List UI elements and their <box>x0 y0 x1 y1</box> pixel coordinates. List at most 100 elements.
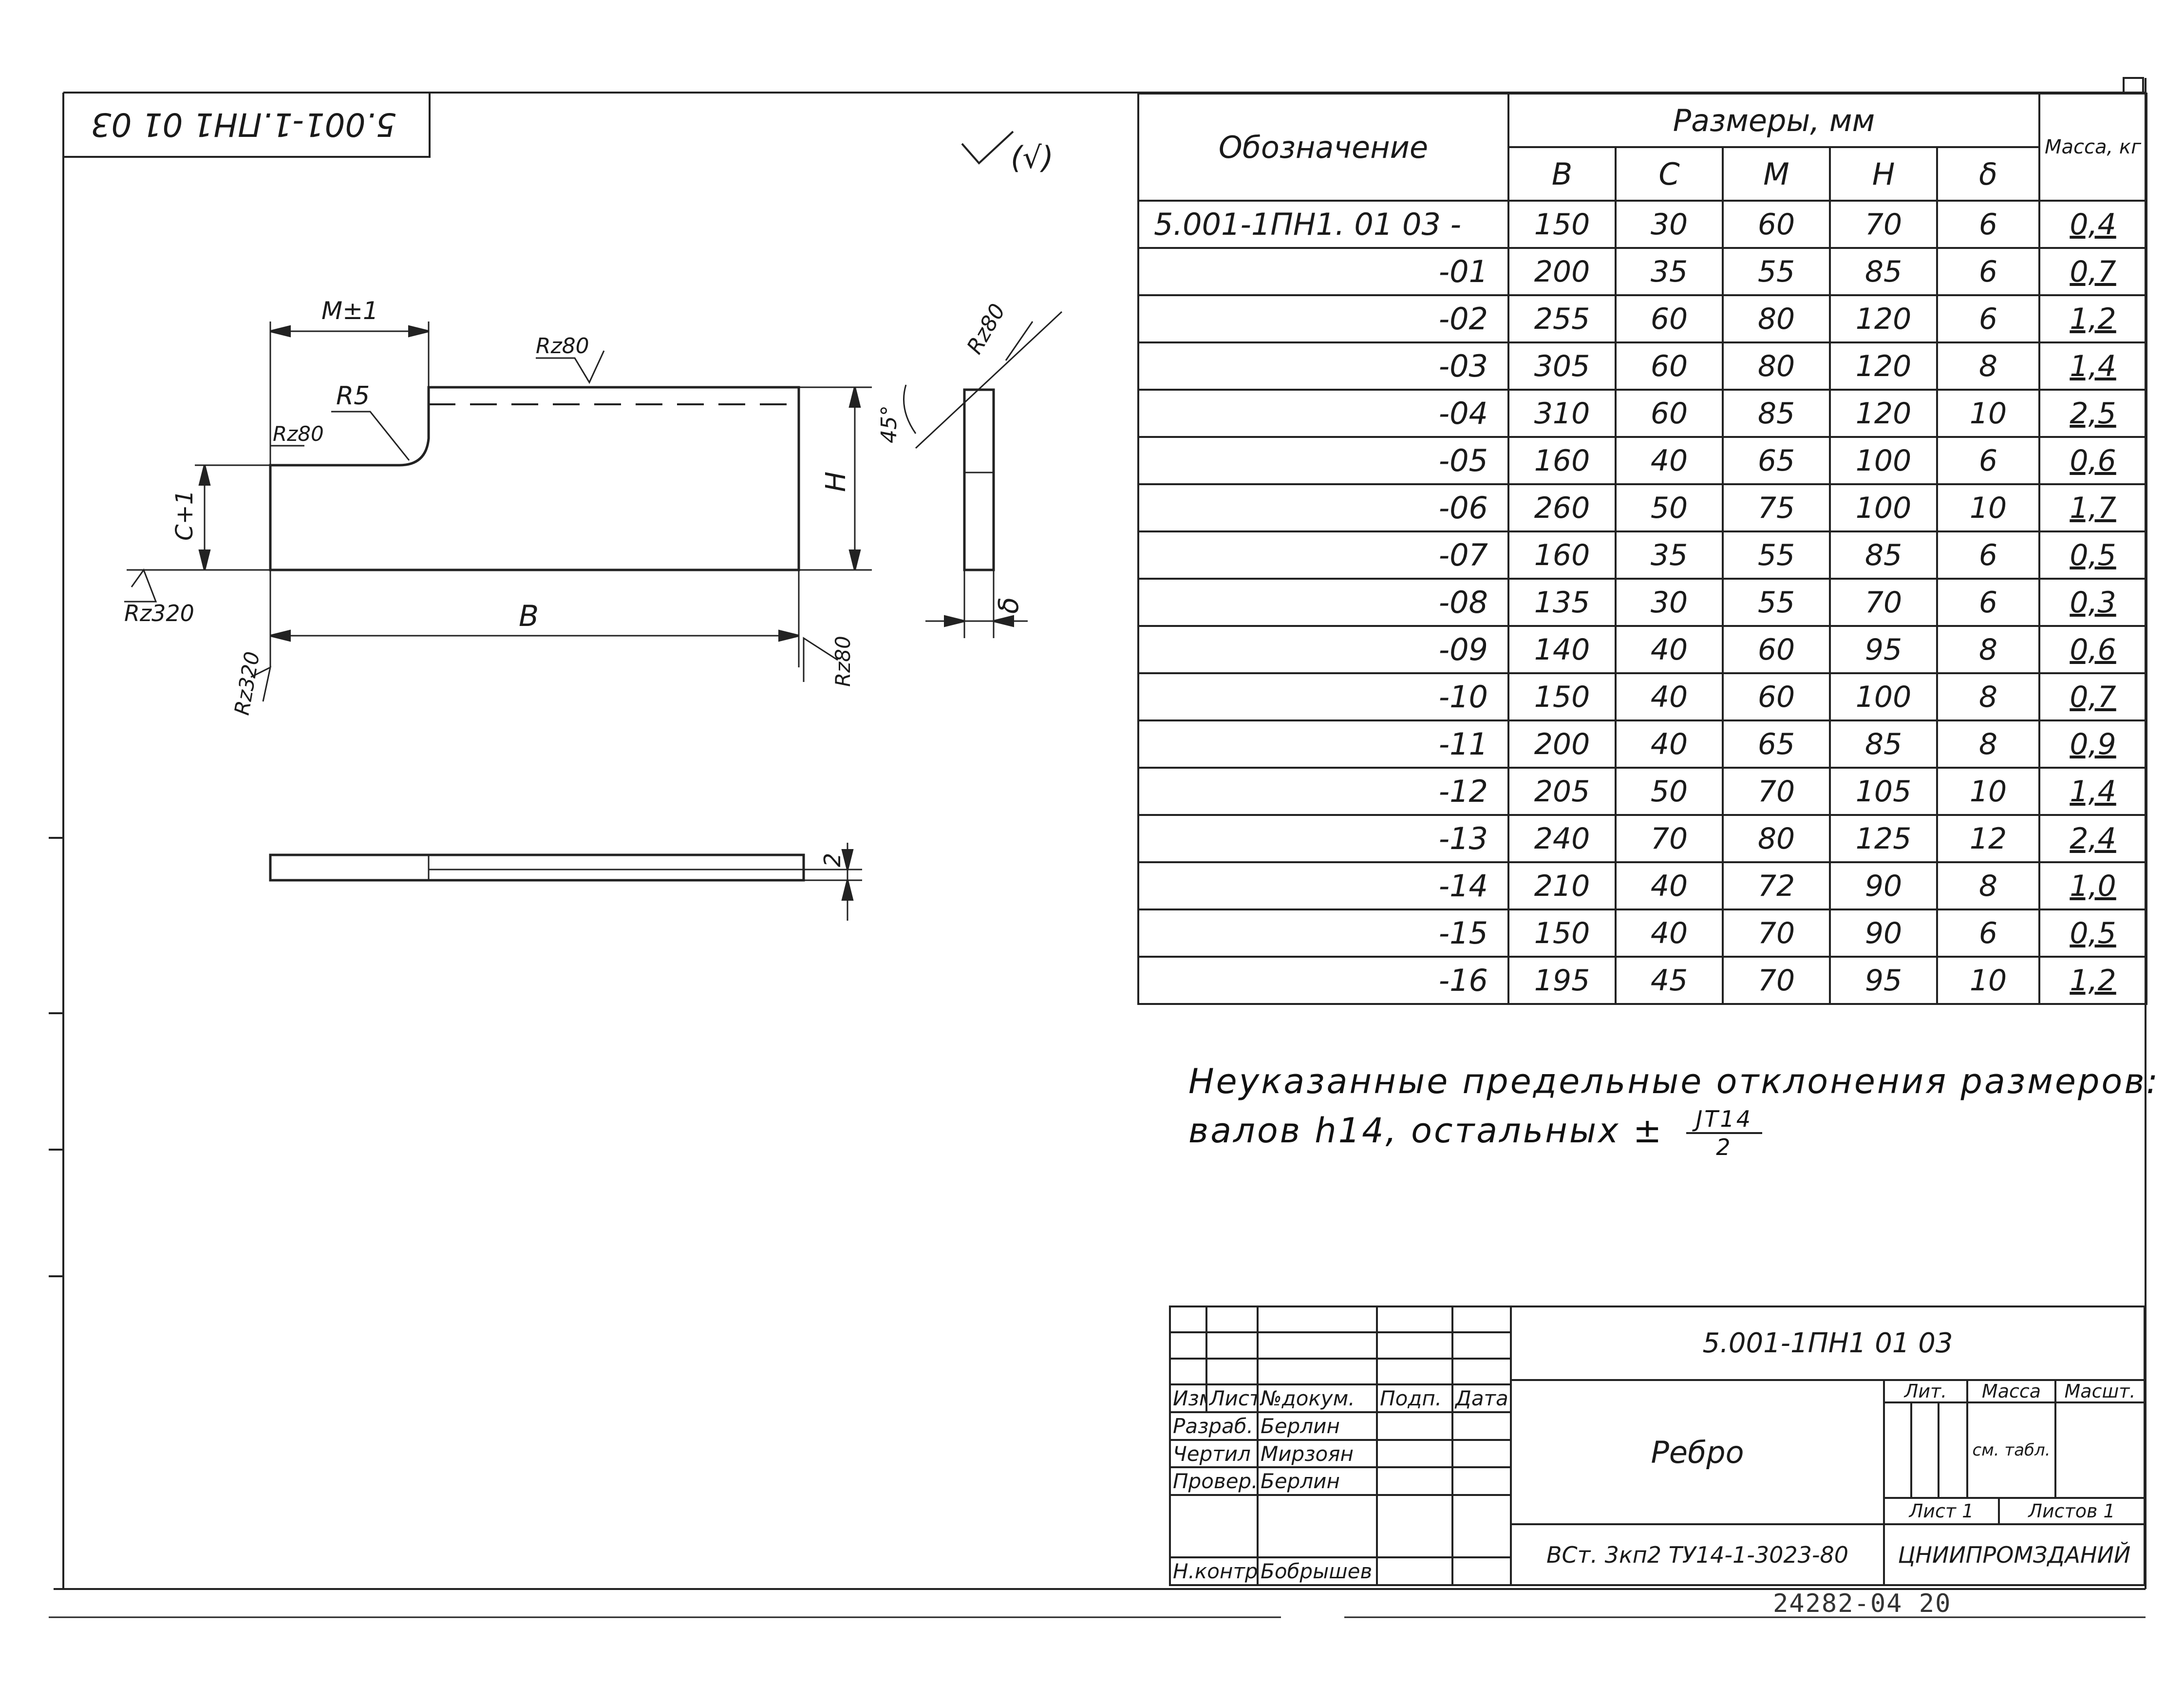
m-cell: 80 <box>1722 814 1831 863</box>
h-cell: 100 <box>1829 483 1938 532</box>
mass-value: см. табл. <box>1966 1401 2056 1499</box>
fraction-numerator: JT14 <box>1686 1106 1762 1134</box>
scale-label: Масшт. <box>2054 1379 2146 1403</box>
m-cell: 70 <box>1722 767 1831 816</box>
designation-cell: -01 <box>1137 247 1509 296</box>
lit-cell-3 <box>1938 1401 1968 1499</box>
designation-cell: -07 <box>1137 530 1509 580</box>
h-cell: 125 <box>1829 814 1938 863</box>
parameters-table: Обозначение Размеры, мм Масса, кг В С М … <box>1137 93 2148 1005</box>
dim-delta-label: δ <box>993 597 1025 614</box>
mass-cell: 1,2 <box>2038 294 2148 343</box>
m-cell: 55 <box>1722 247 1831 296</box>
m-cell: 80 <box>1722 294 1831 343</box>
designation-cell: -14 <box>1137 861 1509 910</box>
date-cell <box>1451 1411 1512 1441</box>
mass-cell: 1,7 <box>2038 483 2148 532</box>
delta-cell: 10 <box>1936 483 2041 532</box>
lit-label: Лит. <box>1883 1379 1968 1403</box>
signature-row <box>1169 1494 1512 1559</box>
designation-cell: -08 <box>1137 578 1509 627</box>
sheets-label: Листов 1 <box>1998 1497 2146 1525</box>
mass-cell: 0,6 <box>2038 625 2148 674</box>
delta-cell: 6 <box>1936 247 2041 296</box>
lit-cell-2 <box>1910 1401 1939 1499</box>
designation-cell: -15 <box>1137 908 1509 958</box>
mass-cell: 2,5 <box>2038 389 2148 438</box>
c-cell: 40 <box>1615 436 1724 485</box>
hdr-sign: Подп. <box>1376 1383 1453 1414</box>
c-cell: 30 <box>1615 578 1724 627</box>
mass-cell: 0,6 <box>2038 436 2148 485</box>
b-cell: 310 <box>1507 389 1617 438</box>
delta-cell: 6 <box>1936 578 2041 627</box>
role-cell: Разраб. <box>1169 1411 1259 1441</box>
col-m: М <box>1722 146 1831 202</box>
c-cell: 40 <box>1615 625 1724 674</box>
mass-cell: 0,4 <box>2038 200 2148 249</box>
h-cell: 120 <box>1829 294 1938 343</box>
b-cell: 160 <box>1507 436 1617 485</box>
designation-cell: -13 <box>1137 814 1509 863</box>
sheet-label: Лист 1 <box>1883 1497 2000 1525</box>
c-cell: 50 <box>1615 483 1724 532</box>
delta-cell: 6 <box>1936 436 2041 485</box>
designation-cell: -05 <box>1137 436 1509 485</box>
rz320-bottom-label: Rz320 <box>230 650 264 717</box>
hdr-date: Дата <box>1451 1383 1512 1414</box>
signature-cell <box>1376 1411 1453 1441</box>
h-cell: 95 <box>1829 625 1938 674</box>
c-cell: 40 <box>1615 908 1724 958</box>
stamp-frame <box>63 93 431 158</box>
h-cell: 120 <box>1829 341 1938 391</box>
dim-h-label: H <box>820 472 852 492</box>
mass-cell: 1,4 <box>2038 341 2148 391</box>
c-cell: 40 <box>1615 719 1724 769</box>
designation-cell: -12 <box>1137 767 1509 816</box>
b-cell: 150 <box>1507 200 1617 249</box>
delta-cell: 6 <box>1936 908 2041 958</box>
b-cell: 200 <box>1507 719 1617 769</box>
signature-cell <box>1376 1494 1453 1559</box>
h-cell: 95 <box>1829 956 1938 1005</box>
designation-cell: -04 <box>1137 389 1509 438</box>
hdr-izm: Изм. <box>1169 1383 1207 1414</box>
h-cell: 120 <box>1829 389 1938 438</box>
b-cell: 200 <box>1507 247 1617 296</box>
m-cell: 60 <box>1722 672 1831 721</box>
c-cell: 35 <box>1615 247 1724 296</box>
b-cell: 260 <box>1507 483 1617 532</box>
delta-cell: 6 <box>1936 200 2041 249</box>
part-side-view <box>963 388 995 571</box>
scale-value <box>2054 1401 2146 1499</box>
b-cell: 150 <box>1507 908 1617 958</box>
m-cell: 65 <box>1722 719 1831 769</box>
delta-cell: 8 <box>1936 625 2041 674</box>
b-cell: 210 <box>1507 861 1617 910</box>
h-cell: 70 <box>1829 200 1938 249</box>
c-cell: 60 <box>1615 294 1724 343</box>
rz80-left-label: Rz80 <box>273 422 324 446</box>
m-cell: 70 <box>1722 956 1831 1005</box>
mass-cell: 0,7 <box>2038 672 2148 721</box>
name-cell: Бобрышев <box>1257 1556 1378 1586</box>
delta-cell: 12 <box>1936 814 2041 863</box>
name-cell <box>1257 1494 1378 1559</box>
m-cell: 85 <box>1722 389 1831 438</box>
surface-symbol-label: (√) <box>1011 140 1054 175</box>
part-bottom-view <box>269 853 805 882</box>
role-cell: Чертил <box>1169 1438 1259 1469</box>
hdr-doc: №докум. <box>1257 1383 1378 1414</box>
h-cell: 100 <box>1829 672 1938 721</box>
mass-cell: 0,5 <box>2038 908 2148 958</box>
delta-cell: 8 <box>1936 341 2041 391</box>
b-cell: 135 <box>1507 578 1617 627</box>
col-b: В <box>1507 146 1617 202</box>
b-cell: 255 <box>1507 294 1617 343</box>
c-cell: 40 <box>1615 861 1724 910</box>
